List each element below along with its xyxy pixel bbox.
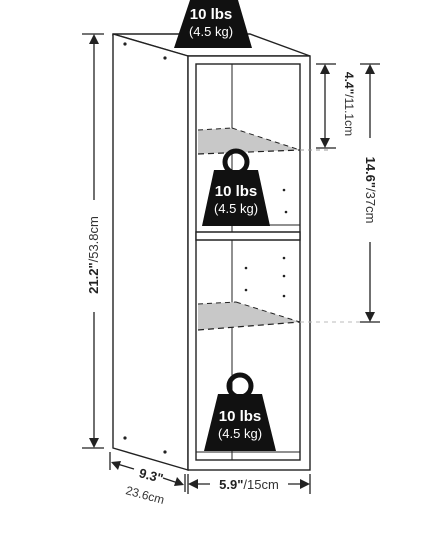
adjustable-shelf-upper — [197, 127, 330, 155]
width-label: 5.9"/15cm — [219, 477, 279, 492]
weight-bottom-metric: (4.5 kg) — [218, 426, 262, 441]
weight-icon-middle: 10 lbs (4.5 kg) — [202, 148, 270, 226]
height-metric: /53.8cm — [86, 216, 101, 262]
height-dimension — [82, 33, 104, 449]
shelf-gap-label: 4.4"/11.1cm — [342, 72, 356, 136]
weight-middle-label: 10 lbs — [215, 183, 258, 200]
weight-top-metric: (4.5 kg) — [189, 24, 233, 39]
shelf-gap-metric: /11.1cm — [342, 94, 356, 136]
weight-icon-bottom: 10 lbs (4.5 kg) — [204, 372, 276, 451]
width-dimension — [187, 474, 311, 494]
weight-top-label: 10 lbs — [190, 6, 233, 23]
height-imperial: 21.2" — [86, 262, 101, 293]
bookcase-side-panel — [112, 33, 189, 471]
svg-text:4.4"/11.1cm: 4.4"/11.1cm — [342, 72, 356, 136]
shelf-gap-imperial: 4.4" — [342, 72, 356, 94]
depth-imperial: 9.3" — [138, 465, 165, 486]
shelf-gap-dimension — [316, 63, 336, 149]
weight-bottom-label: 10 lbs — [219, 408, 262, 425]
fixed-middle-shelf — [195, 231, 301, 241]
weight-icon-top: 10 lbs (4.5 kg) — [174, 0, 252, 48]
section-label: 14.6"/37cm — [363, 157, 378, 224]
svg-text:21.2"/53.8cm: 21.2"/53.8cm — [86, 216, 101, 294]
width-imperial: 5.9" — [219, 477, 243, 492]
height-label: 21.2"/53.8cm — [86, 216, 101, 294]
bookcase — [112, 33, 311, 471]
section-metric: /37cm — [363, 188, 378, 223]
depth-dimension — [109, 452, 186, 492]
section-imperial: 14.6" — [363, 157, 378, 188]
svg-text:14.6"/37cm: 14.6"/37cm — [363, 157, 378, 224]
weight-middle-metric: (4.5 kg) — [214, 201, 258, 216]
width-metric: /15cm — [243, 477, 278, 492]
section-dimension — [360, 63, 380, 323]
depth-metric: 23.6cm — [124, 483, 166, 507]
